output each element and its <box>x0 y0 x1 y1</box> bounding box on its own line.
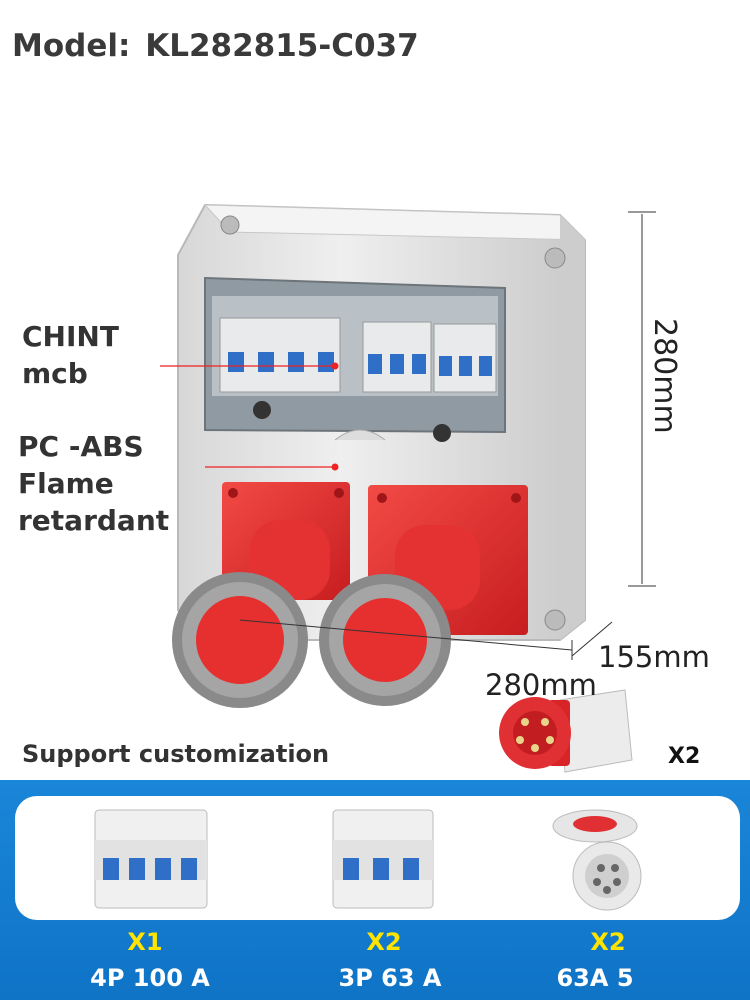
support-customization-label: Support customization <box>22 740 330 768</box>
window-knob-icon <box>433 424 451 442</box>
mcb-4p <box>219 317 341 393</box>
plug-quantity: X2 <box>668 744 701 769</box>
mcb-callout-brand: CHINT <box>22 320 119 353</box>
socket-right <box>319 485 528 706</box>
width-dimension-label: 280mm <box>485 668 597 702</box>
width-dimension-line <box>239 619 573 660</box>
material-callout-line2: Flame <box>18 467 114 500</box>
mcb-3p-b <box>433 323 497 393</box>
mcb-callout-type: mcb <box>22 357 88 390</box>
material-callout: PC -ABS Flame retardant <box>18 428 169 539</box>
components-band: X1 4P 100 A X2 3P 63 A X2 63A 5 <box>0 780 750 1000</box>
industrial-plug <box>499 689 633 773</box>
mcb-callout: CHINT mcb <box>22 318 119 392</box>
component-2-qty: X2 <box>366 928 402 956</box>
screw-icon <box>544 247 566 269</box>
component-1-spec: 4P 100 A <box>90 964 210 992</box>
height-dimension-label: 280mm <box>647 318 682 434</box>
component-1-qty: X1 <box>127 928 163 956</box>
depth-dimension-line <box>571 621 613 657</box>
industrial-socket-image <box>552 809 642 911</box>
height-dimension-line <box>628 211 656 587</box>
model-title: Model: KL282815-C037 <box>12 28 419 64</box>
mcb-3p-a <box>362 321 432 393</box>
component-images <box>94 809 642 911</box>
component-3-qty: X2 <box>590 928 626 956</box>
mcb-4p-image <box>94 809 208 909</box>
components-card <box>15 796 740 920</box>
model-number: KL282815-C037 <box>145 28 419 64</box>
material-callout-line3: retardant <box>18 504 170 537</box>
model-label: Model: <box>12 28 131 64</box>
screw-icon <box>544 609 566 631</box>
mcb-3p-image <box>332 809 434 909</box>
component-2-spec: 3P 63 A <box>338 964 442 992</box>
window-knob-icon <box>253 401 271 419</box>
material-callout-line1: PC -ABS <box>18 430 144 463</box>
socket-left <box>172 482 350 708</box>
depth-dimension-label: 155mm <box>598 640 710 674</box>
distribution-box-illustration <box>160 203 656 773</box>
screw-icon <box>220 215 240 235</box>
breaker-window <box>204 276 506 442</box>
component-3-spec: 63A 5 <box>556 964 634 992</box>
